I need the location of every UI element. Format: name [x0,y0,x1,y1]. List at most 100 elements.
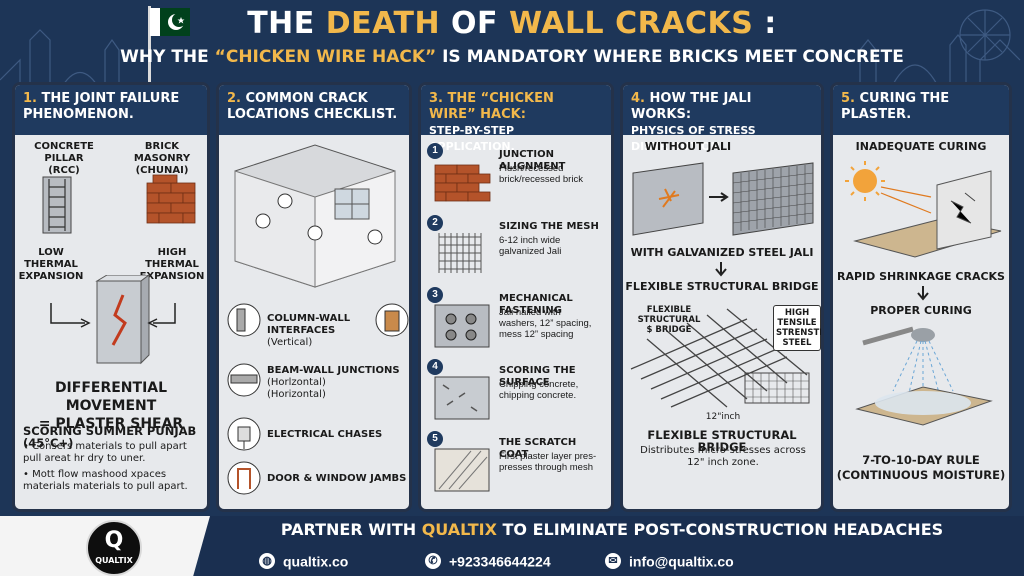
flag-pole [148,6,151,86]
partner-accent: QUALTIX [421,520,497,539]
door-window-item: DOOR & WINDOW JAMBS [267,473,407,484]
step-desc: Flush/recessed brick/recessed brick [499,163,583,185]
brick-alignment-icon [434,164,491,202]
curing-rule: 7-TO-10-DAY RULE (CONTINUOUS MOISTURE) [833,453,1009,483]
concrete-pillar-label: CONCRETE PILLAR (RCC) [19,141,109,177]
page-subtitle: WHY THE “CHICKEN WIRE HACK” IS MANDATORY… [0,47,1024,67]
logo-letter: Q [104,528,124,553]
beam-wall-sub2: (Horizontal) [267,389,326,400]
panel-header: 5. CURING THE PLASTER. [833,85,1009,135]
water-curing-illustration [855,326,993,426]
step-desc: First plaster layer pres-presses through… [499,451,597,473]
with-jali-label: WITH GALVANIZED STEEL JALI [630,246,814,259]
step-number: 4 [427,359,443,375]
panel-number: 1. [23,91,37,106]
panel-body: INADEQUATE CURING RAPID SHRINKAGE CRACKS… [833,135,1009,509]
website-link[interactable]: ◍qualtix.co [259,550,348,572]
step-5: 5 THE SCRATCH COAT First plaster layer p… [427,431,599,501]
step-4: 4 SCORING THE SURFACE Chipping concrete,… [427,359,599,429]
step-title: SCORING THE SURFACE [499,365,576,388]
panel-header: 1. THE JOINT FAILURE PHENOMENON. [15,85,207,135]
email-text: info@qualtix.co [629,553,734,570]
footer: Q QUALTIX PARTNER WITH QUALTIX TO ELIMIN… [0,516,1024,576]
wire-mesh-icon [438,233,482,273]
concrete-sub-text: (RCC) [48,165,80,176]
brick-wall-icon [146,174,196,224]
flexible-bridge-title: FLEXIBLE STRUCTURAL BRIDGE [647,428,797,454]
column-wall-sub: (Vertical) [267,337,313,348]
header: THE DEATH OF WALL CRACKS : WHY THE “CHIC… [0,6,1024,67]
sun-cracking-illustration [845,161,1002,258]
panel-title: THE “CHICKEN WIRE” HACK: [429,91,554,122]
email-link[interactable]: ✉ info@qualtix.co [605,550,734,572]
panel-crack-locations: 2. COMMON CRACK LOCATIONS CHECKLIST. [216,82,412,512]
low-thermal-label: LOW THERMAL EXPANSION [18,247,84,282]
differential-movement-text: DIFFERENTIAL MOVEMENT = PLASTER SHEAR [15,379,207,433]
step-desc: Jali nailed with washers, 12” spacing, m… [499,307,592,340]
panel-how-jali-works: 4. HOW THE JALI WORKS: PHYSICS OF STRESS… [620,82,824,512]
panel-curing: 5. CURING THE PLASTER. INADEQUATE CURING… [830,82,1012,512]
panel-body: CONCRETE PILLAR (RCC) BRICK MASONRY (CHU… [15,135,207,509]
stress-comparison-diagram [632,162,814,236]
step-number: 5 [427,431,443,447]
globe-icon: ◍ [259,553,275,570]
contact-row: ◍qualtix.co ✆+923346644224 ✉ info@qualtix… [255,550,1015,572]
diff-line2: = PLASTER SHEAR [38,416,184,432]
high-tensile-callout: HIGH TENSILE STRENSTH STEEL [773,305,821,351]
step-number: 2 [427,215,443,231]
page-title: THE DEATH OF WALL CRACKS : [0,6,1024,41]
beam-wall-icon [227,363,261,397]
rcc-pillar-icon [42,176,72,234]
scoring-summer-title: SCORING SUMMER PUNJAB (45°C+) [23,424,197,450]
step-2: 2 SIZING THE MESH 6-12 inch wide galvani… [427,215,599,285]
flexible-bridge-callout: FLEXIBLE STRUCTURAL $ BRIDGE [637,305,701,335]
mail-icon: ✉ [605,553,621,570]
brick-masonry-label: BRICK MASONRY (CHUNAI) [117,141,207,177]
step-title: MECHANICAL FASTENING [499,293,573,316]
title-accent: DEATH [325,6,441,41]
column-wall-item: COLUMN-WALL INTERFACES (Vertical) [267,313,377,349]
phone-text: +923346644224 [449,553,551,570]
diff-line1: DIFFERENTIAL MOVEMENT [54,380,168,414]
panel-chicken-wire-hack: 3. THE “CHICKEN WIRE” HACK: STEP-BY-STEP… [418,82,614,512]
panel-number: 3. [429,91,443,106]
panel-subtitle: STEP-BY-STEP APPLICATION. [429,124,515,153]
beam-wall-sub1: (Horlzontal) [267,377,326,388]
column-wall-icon [227,303,261,337]
rapid-shrinkage-label: RAPID SHRINKAGE CRACKS [837,270,1005,283]
title-accent: WALL CRACKS [508,6,754,41]
door-jamb-icon [375,303,409,337]
panel-header: 4. HOW THE JALI WORKS: PHYSICS OF STRESS… [623,85,821,153]
panel-header: 2. COMMON CRACK LOCATIONS CHECKLIST. [219,85,409,135]
partner-banner: PARTNER WITH QUALTIX TO ELIMINATE POST-C… [200,520,1024,539]
bullet-2: • Mott flow mashood xpaces materials mat… [23,469,188,492]
dimension-label: 12"inch [705,412,741,422]
pakistan-flag-icon [150,8,190,36]
step-number: 1 [427,143,443,159]
step-title: JUNCTION ALIGNMENT [499,149,566,172]
phone-link[interactable]: ✆+923346644224 [425,550,551,572]
bullet-1-text: Consers materials to pull apart pull are… [23,441,187,464]
bullet-2-text: Mott flow mashood xpaces materials mater… [23,469,188,492]
step-title: THE SCRATCH COAT [499,437,577,460]
flexible-bridge-desc: Distributes micro-stresses across 12" in… [640,445,806,468]
subtitle-part: IS MANDATORY WHERE BRICKS MEET CONCRETE [436,47,904,67]
panel-title: THE JOINT FAILURE PHENOMENON. [23,91,180,122]
down-arrow-icon [917,286,929,301]
step-title: SIZING THE MESH [499,221,599,232]
curing-rule-line2: (CONTINUOUS MOISTURE) [836,468,1006,482]
logo-name: QUALTIX [95,556,133,565]
nail-washer-icon [434,304,490,348]
qualtix-logo[interactable]: Q QUALTIX [86,520,142,576]
title-part: THE [247,6,326,41]
steel-mesh-illustration [630,308,810,408]
panel-title: COMMON CRACK LOCATIONS CHECKLIST. [227,91,398,122]
panel-number: 2. [227,91,241,106]
panels-row: 1. THE JOINT FAILURE PHENOMENON. CONCRET… [12,82,1012,512]
brick-sub-text: (CHUNAI) [135,165,189,176]
beam-wall-item: BEAM-WALL JUNCTIONS (Horlzontal) (Horizo… [267,365,407,401]
step-desc: 6-12 inch wide galvanized Jali [499,235,562,257]
inadequate-curing-label: INADEQUATE CURING [855,140,987,153]
beam-wall-title: BEAM-WALL JUNCTIONS [267,365,400,376]
step-1: 1 JUNCTION ALIGNMENT Flush/recessed bric… [427,143,599,213]
